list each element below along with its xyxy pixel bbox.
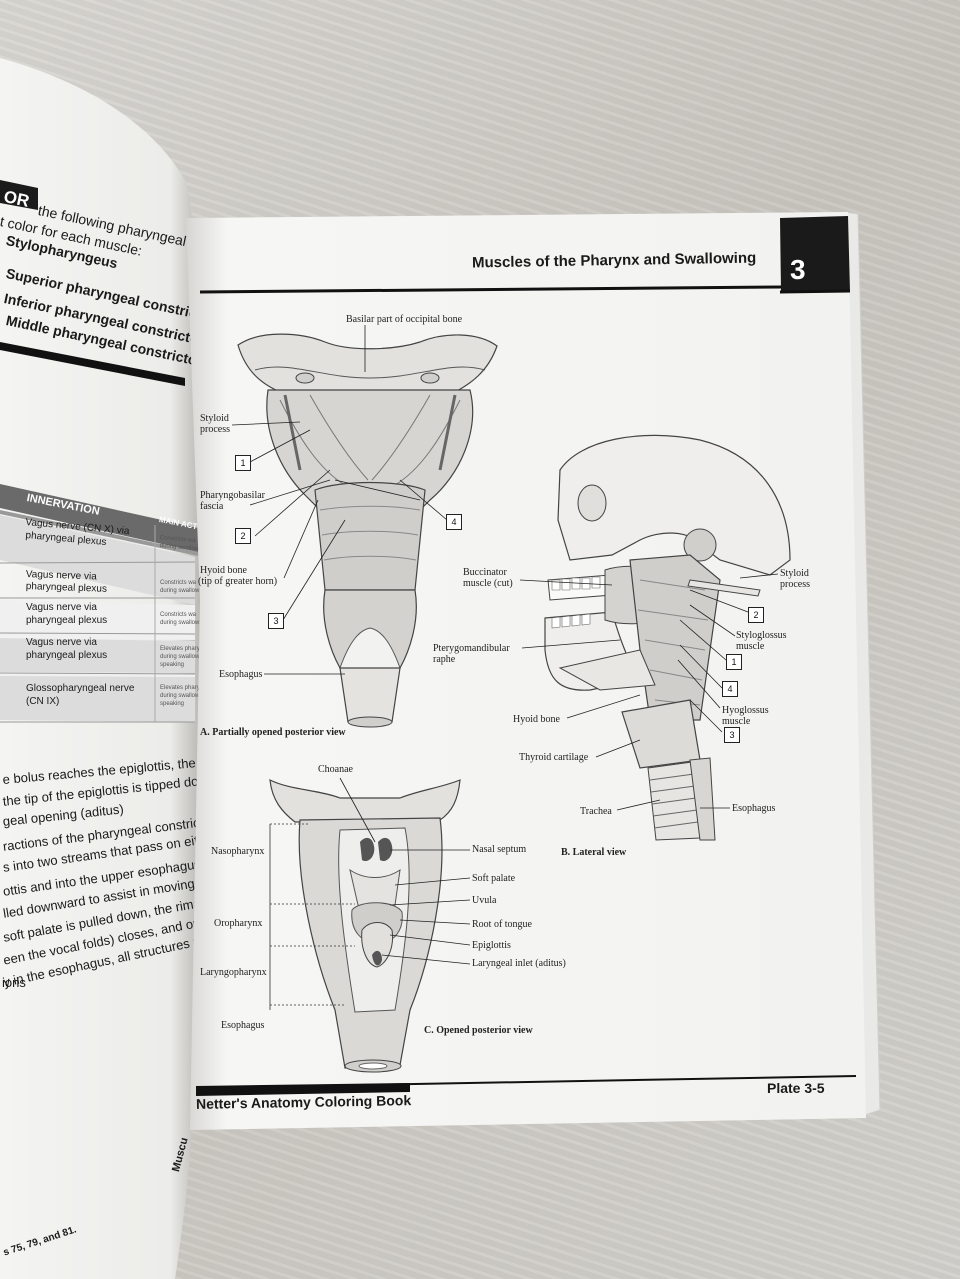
label-styloid-a-1: Styloid [200, 413, 229, 424]
number-box: 3 [724, 727, 740, 743]
innervation-cell: pharyngeal plexus [26, 615, 108, 626]
innervation-cell: Vagus nerve via [26, 602, 97, 613]
label-root-of-tongue: Root of tongue [472, 919, 532, 930]
label-buccinator-1: Buccinator [463, 567, 507, 578]
label-pharyngobasilar-2: fascia [200, 501, 224, 512]
action-cell: during swallowi [160, 654, 201, 660]
action-cell: Constricts wa [160, 580, 197, 586]
caption-view-a: A. Partially opened posterior view [200, 727, 346, 738]
body-line: ions [2, 975, 26, 990]
number-box: 2 [748, 607, 764, 623]
label-nasopharynx: Nasopharynx [211, 846, 265, 857]
footer-plate-number: Plate 3-5 [767, 1080, 825, 1096]
label-styloid-b-1: Styloid [780, 568, 809, 579]
label-trachea: Trachea [580, 806, 612, 817]
label-laryngopharynx: Laryngopharynx [200, 967, 267, 978]
action-cell: Elevates phary [160, 646, 200, 652]
number-box: 3 [268, 613, 284, 629]
caption-view-b: B. Lateral view [561, 847, 627, 858]
action-cell: speaking [160, 701, 185, 707]
label-esophagus-c: Esophagus [221, 1020, 265, 1031]
label-basilar: Basilar part of occipital bone [346, 314, 463, 325]
label-soft-palate: Soft palate [472, 873, 516, 884]
label-hyoid-a-2: (tip of greater horn) [198, 576, 278, 587]
label-styloglossus-2: muscle [736, 641, 765, 652]
action-cell: during swallow [160, 588, 200, 594]
action-cell: Constricts wa [160, 612, 197, 618]
number-box: 4 [446, 514, 462, 530]
label-buccinator-2: muscle (cut) [463, 578, 513, 589]
caption-view-c: C. Opened posterior view [424, 1025, 533, 1036]
label-choanae: Choanae [318, 764, 353, 775]
number-box: 2 [235, 528, 251, 544]
label-styloid-a-2: process [200, 424, 230, 435]
action-cell: Elevates phary [160, 685, 200, 691]
innervation-cell: (CN IX) [26, 696, 60, 707]
label-laryngeal-inlet: Laryngeal inlet (aditus) [472, 958, 566, 969]
label-hyoglossus-2: muscle [722, 716, 751, 727]
label-styloid-b-2: process [780, 579, 810, 590]
number-box: 1 [726, 654, 742, 670]
innervation-cell: Vagus nerve via [26, 637, 97, 648]
action-cell: during swallowi [160, 693, 201, 699]
innervation-cell: Glossopharyngeal nerve [26, 683, 135, 694]
chapter-number: 3 [790, 254, 806, 285]
label-hyoid-a-1: Hyoid bone [200, 565, 247, 576]
label-esophagus-b: Esophagus [732, 803, 776, 814]
label-oropharynx: Oropharynx [214, 918, 263, 929]
label-thyroid: Thyroid cartilage [519, 752, 589, 763]
label-uvula: Uvula [472, 895, 497, 906]
number-box: 4 [722, 681, 738, 697]
label-pterygomandibular-1: Pterygomandibular [433, 643, 510, 654]
label-epiglottis: Epiglottis [472, 940, 511, 951]
innervation-cell: pharyngeal plexus [26, 650, 108, 661]
action-cell: speaking [160, 662, 185, 668]
label-pharyngobasilar-1: Pharyngobasilar [200, 490, 265, 501]
label-pterygomandibular-2: raphe [433, 654, 456, 665]
label-hyoglossus-1: Hyoglossus [722, 705, 769, 716]
action-cell: during swallow [160, 620, 200, 626]
label-esophagus-a: Esophagus [219, 669, 263, 680]
label-nasal-septum: Nasal septum [472, 844, 527, 855]
number-box: 1 [235, 455, 251, 471]
label-hyoid-b: Hyoid bone [513, 714, 560, 725]
label-styloglossus-1: Styloglossus [736, 630, 787, 641]
